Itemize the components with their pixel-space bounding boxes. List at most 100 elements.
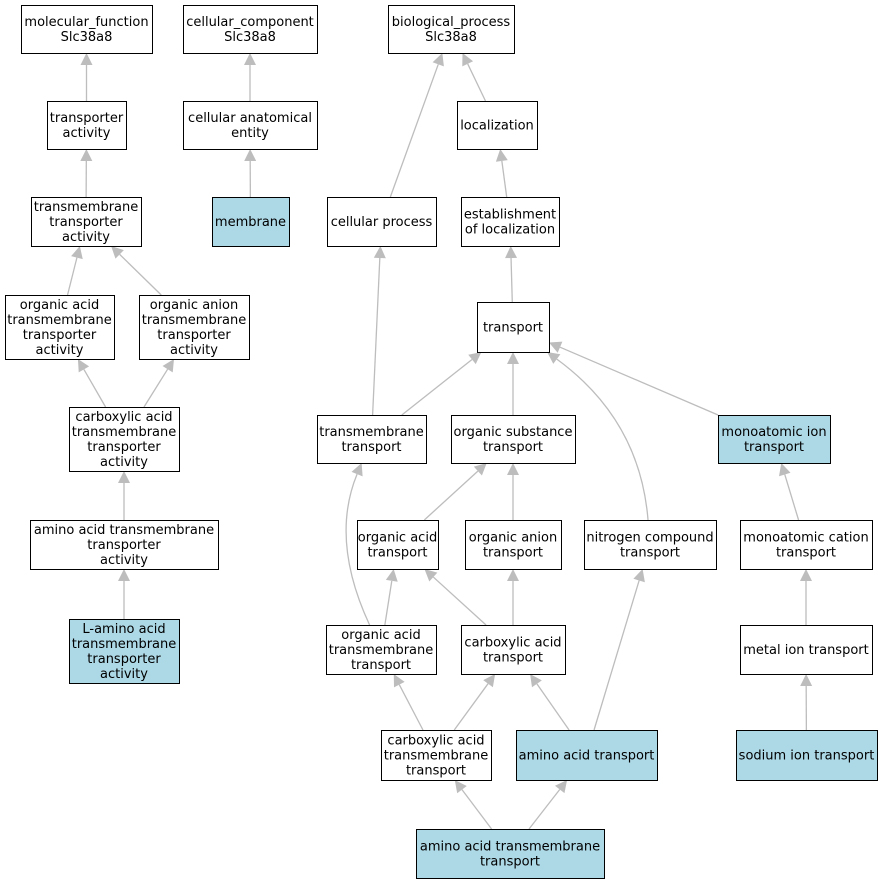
- edge-carboxylic-acid-tm-transport-to-carboxylic-acid-transport: [453, 683, 489, 731]
- node-membrane[interactable]: membrane: [212, 197, 290, 247]
- node-localization[interactable]: localization: [457, 101, 538, 150]
- node-label-line: transport: [776, 546, 836, 561]
- edge-arrowhead: [483, 674, 496, 688]
- node-label-line: transmembrane: [7, 313, 112, 328]
- node-metal-ion-transport[interactable]: metal ion transport: [740, 625, 873, 675]
- node-label-line: transmembrane: [319, 425, 424, 440]
- edge-arrowhead: [633, 569, 645, 583]
- node-label-line: transporter: [157, 328, 231, 343]
- edge-transmembrane-transport-to-transport: [401, 358, 473, 416]
- edge-arrowhead: [373, 246, 386, 259]
- edge-arrowhead: [800, 674, 813, 687]
- node-label-line: monoatomic ion: [721, 425, 826, 440]
- node-label-line: entity: [231, 126, 269, 141]
- node-label-line: Slc38a8: [425, 30, 477, 45]
- node-box: [212, 197, 290, 247]
- edge-arrowhead: [80, 149, 93, 162]
- node-l-amino-acid-tm-transporter-activity[interactable]: L-amino acidtransmembranetransporteracti…: [69, 619, 180, 684]
- edge-arrowhead: [507, 569, 519, 581]
- node-label-line: membrane: [215, 215, 286, 230]
- node-box: [317, 415, 427, 464]
- edge-organic-acid-tm-transporter-activity-to-tm-transporter-activity: [66, 257, 78, 296]
- node-box: [416, 829, 605, 879]
- node-label-line: transporter: [23, 328, 97, 343]
- node-label-line: Slc38a8: [224, 30, 276, 45]
- node-label-line: carboxylic acid: [464, 636, 561, 651]
- node-label-line: transporter: [87, 440, 161, 455]
- node-label-line: amino acid transmembrane: [420, 840, 600, 855]
- edge-arrowhead: [779, 463, 791, 477]
- edge-arrowhead: [468, 352, 482, 365]
- node-label-line: transporter: [87, 652, 161, 667]
- edge-carboxylic-acid-tm-transport-to-organic-acid-tm-transport: [398, 684, 424, 731]
- node-label-line: transport: [483, 321, 543, 336]
- node-label-line: transport: [483, 440, 543, 455]
- node-label-line: molecular_function: [24, 15, 148, 30]
- node-box: [69, 407, 180, 472]
- node-box: [69, 619, 180, 684]
- node-label-line: activity: [170, 343, 218, 358]
- edge-arrowhead: [244, 149, 257, 162]
- node-cellular-process[interactable]: cellular process: [327, 197, 437, 247]
- node-organic-acid-tm-transporter-activity[interactable]: organic acidtransmembranetransporteracti…: [5, 295, 115, 360]
- edge-cellular-process-to-bp-root: [389, 64, 439, 198]
- edge-arrowhead: [432, 53, 444, 67]
- node-label-line: organic anion: [469, 531, 557, 546]
- node-sodium-ion-transport[interactable]: sodium ion transport: [736, 730, 878, 781]
- node-label-line: transport: [744, 440, 804, 455]
- node-box: [381, 730, 492, 781]
- node-label-line: transport: [483, 546, 543, 561]
- node-label-line: activity: [100, 667, 148, 682]
- node-label-line: activity: [62, 230, 110, 245]
- node-amino-acid-transport[interactable]: amino acid transport: [516, 730, 658, 781]
- node-box: [736, 730, 878, 781]
- edge-organic-acid-tm-transport-to-organic-acid-transport: [384, 580, 393, 626]
- edge-amino-acid-tm-transport-to-carboxylic-acid-tm-transport: [461, 789, 493, 830]
- edge-amino-acid-transport-to-carboxylic-acid-transport: [536, 683, 570, 731]
- node-label-line: biological_process: [392, 15, 511, 30]
- node-carboxylic-acid-tm-transporter-activity[interactable]: carboxylic acidtransmembranetransportera…: [69, 407, 180, 472]
- node-label-line: cellular anatomical: [188, 111, 312, 126]
- edge-arrowhead: [495, 149, 508, 162]
- edge-arrowhead: [77, 359, 90, 373]
- node-box: [465, 520, 562, 570]
- node-amino-acid-tm-transporter-activity[interactable]: amino acid transmembranetransporteractiv…: [30, 520, 219, 570]
- edge-nitrogen-compound-transport-to-transport: [556, 358, 649, 521]
- node-label-line: carboxylic acid: [75, 410, 172, 425]
- node-box: [30, 520, 219, 570]
- edge-arrowhead: [118, 569, 130, 581]
- node-label-line: transport: [341, 440, 401, 455]
- edge-arrowhead: [424, 569, 438, 582]
- edge-amino-acid-tm-transport-to-amino-acid-transport: [528, 789, 561, 830]
- node-label-line: organic acid: [341, 628, 420, 643]
- edge-arrowhead: [554, 780, 568, 794]
- edge-arrowhead: [111, 246, 124, 259]
- node-label-line: organic anion: [150, 298, 238, 313]
- node-transport[interactable]: transport: [477, 302, 550, 353]
- node-box: [461, 197, 560, 247]
- node-organic-anion-tm-transporter-activity[interactable]: organic aniontransmembranetransporteract…: [139, 295, 250, 360]
- node-box: [457, 101, 538, 150]
- edge-arrowhead: [530, 674, 542, 688]
- edge-transmembrane-transport-to-cellular-process: [371, 257, 381, 416]
- node-label-line: sodium ion transport: [739, 749, 875, 764]
